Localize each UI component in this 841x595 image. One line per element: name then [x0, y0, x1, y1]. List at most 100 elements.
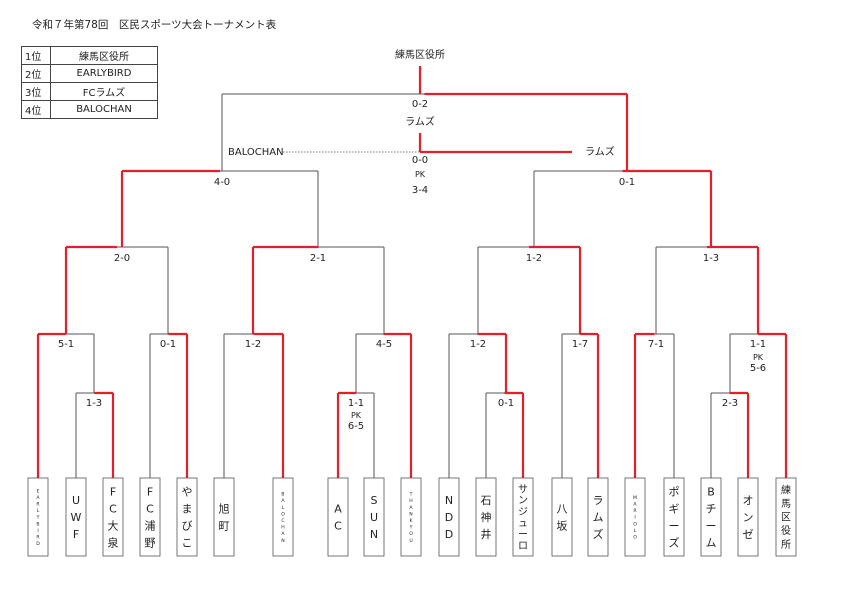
team-name-char: O — [633, 521, 637, 527]
round1-score-6: 1-7 — [572, 339, 588, 350]
team-name-char: A — [334, 503, 342, 516]
team-name-char: F — [110, 486, 116, 499]
team-name-char: L — [634, 528, 637, 534]
team-name-char: ゼ — [743, 528, 754, 541]
team-name-char: C — [146, 503, 154, 516]
team-name: 石神井 — [481, 494, 492, 541]
round0-score-1: 1-3 — [86, 398, 102, 409]
third-place-score: 0-0 — [412, 155, 428, 166]
team-name-char: N — [281, 538, 284, 544]
semifinal-2-score: 0-1 — [619, 177, 635, 188]
team-name-char: オ — [743, 494, 754, 507]
team-box-frame — [512, 477, 534, 557]
team-name-char: R — [36, 502, 40, 508]
team-name-char: T — [409, 492, 413, 498]
team-name-char: B — [281, 492, 284, 498]
team-name-char: ー — [518, 530, 528, 541]
round0-score-4: 2-3 — [722, 398, 738, 409]
team-name-char: N — [409, 511, 412, 517]
team-name-char: こ — [182, 537, 193, 550]
round1-score-3: 1-2 — [245, 339, 261, 350]
team-box-frame — [27, 477, 49, 557]
quarterfinal-3-score: 1-2 — [526, 253, 542, 264]
team-name-char: 野 — [145, 537, 156, 550]
team-name-char: ま — [182, 503, 193, 516]
team-name: オンゼ — [743, 494, 754, 541]
team-name-char: ン — [743, 511, 754, 524]
team-box-frame — [438, 477, 460, 557]
quarterfinal-1-score: 2-0 — [114, 253, 130, 264]
team-name: 旭町 — [219, 502, 230, 533]
team-name-char: 神 — [481, 510, 492, 524]
team-box: オンゼ — [737, 477, 759, 557]
team-name-char: I — [634, 515, 635, 521]
team-name-char: D — [445, 511, 453, 524]
round0-score-3: 0-1 — [498, 398, 514, 409]
team-name-char: C — [109, 503, 117, 516]
team-name-char: ラ — [593, 494, 604, 507]
team-name-char: U — [370, 511, 378, 524]
team-box-frame — [327, 477, 349, 557]
team-name-char: 井 — [481, 527, 492, 541]
team-name-char: N — [370, 528, 378, 541]
round1-score-8-pk-score: 5-6 — [750, 363, 766, 374]
team-name-char: B — [707, 486, 715, 499]
team-name-char: H — [409, 498, 412, 504]
round1-score-8: 1-1 — [750, 339, 766, 350]
team-name-char: M — [633, 495, 637, 501]
team-name-char: Y — [409, 525, 413, 531]
team-box-frame — [139, 477, 161, 557]
team-name-char: H — [281, 525, 284, 531]
team-name-char: 坂 — [557, 520, 568, 533]
team-box-frame — [624, 477, 646, 557]
team-name-char: C — [281, 518, 284, 524]
round0-score-2-pk: PK — [351, 411, 362, 420]
team-name-char: D — [36, 541, 40, 547]
team-name-char: C — [334, 520, 342, 533]
team-name-char: 練 — [781, 483, 791, 496]
team-name-char: A — [281, 498, 285, 504]
team-box-frame — [700, 477, 722, 557]
round1-score-8-pk: PK — [753, 353, 764, 362]
team-name-char: 所 — [781, 539, 791, 551]
team-name-char: ロ — [518, 541, 528, 552]
third-place-left: BALOCHAN — [228, 147, 284, 158]
team-name-char: R — [36, 535, 40, 541]
round1-score-1: 5-1 — [58, 339, 74, 350]
team-name-char: ー — [669, 520, 680, 533]
champion-label: 練馬区役所 — [395, 48, 445, 61]
team-name-char: ー — [706, 520, 717, 533]
team-name-char: B — [36, 521, 39, 527]
bracket-lines — [36, 66, 788, 478]
team-box-frame — [176, 477, 198, 557]
team-box: ラムズ — [587, 477, 609, 557]
team-name-char: ズ — [593, 527, 604, 541]
round1-score-5: 1-2 — [470, 339, 486, 350]
team-name-char: A — [36, 495, 40, 501]
team-name-char: ム — [706, 537, 717, 550]
quarterfinal-2-score: 2-1 — [310, 253, 326, 264]
team-name: やまびこ — [182, 486, 193, 550]
team-name-char: 八 — [557, 503, 568, 516]
round1-score-7: 7-1 — [648, 339, 664, 350]
team-box: ポギーズ — [663, 477, 685, 557]
team-box-frame — [775, 477, 797, 557]
team-box: サンジューロ — [512, 477, 534, 557]
team-name-char: 馬 — [781, 498, 791, 510]
team-name-char: O — [281, 511, 285, 517]
round0-score-2: 1-1 — [348, 398, 364, 409]
team-name-char: チ — [706, 503, 717, 516]
